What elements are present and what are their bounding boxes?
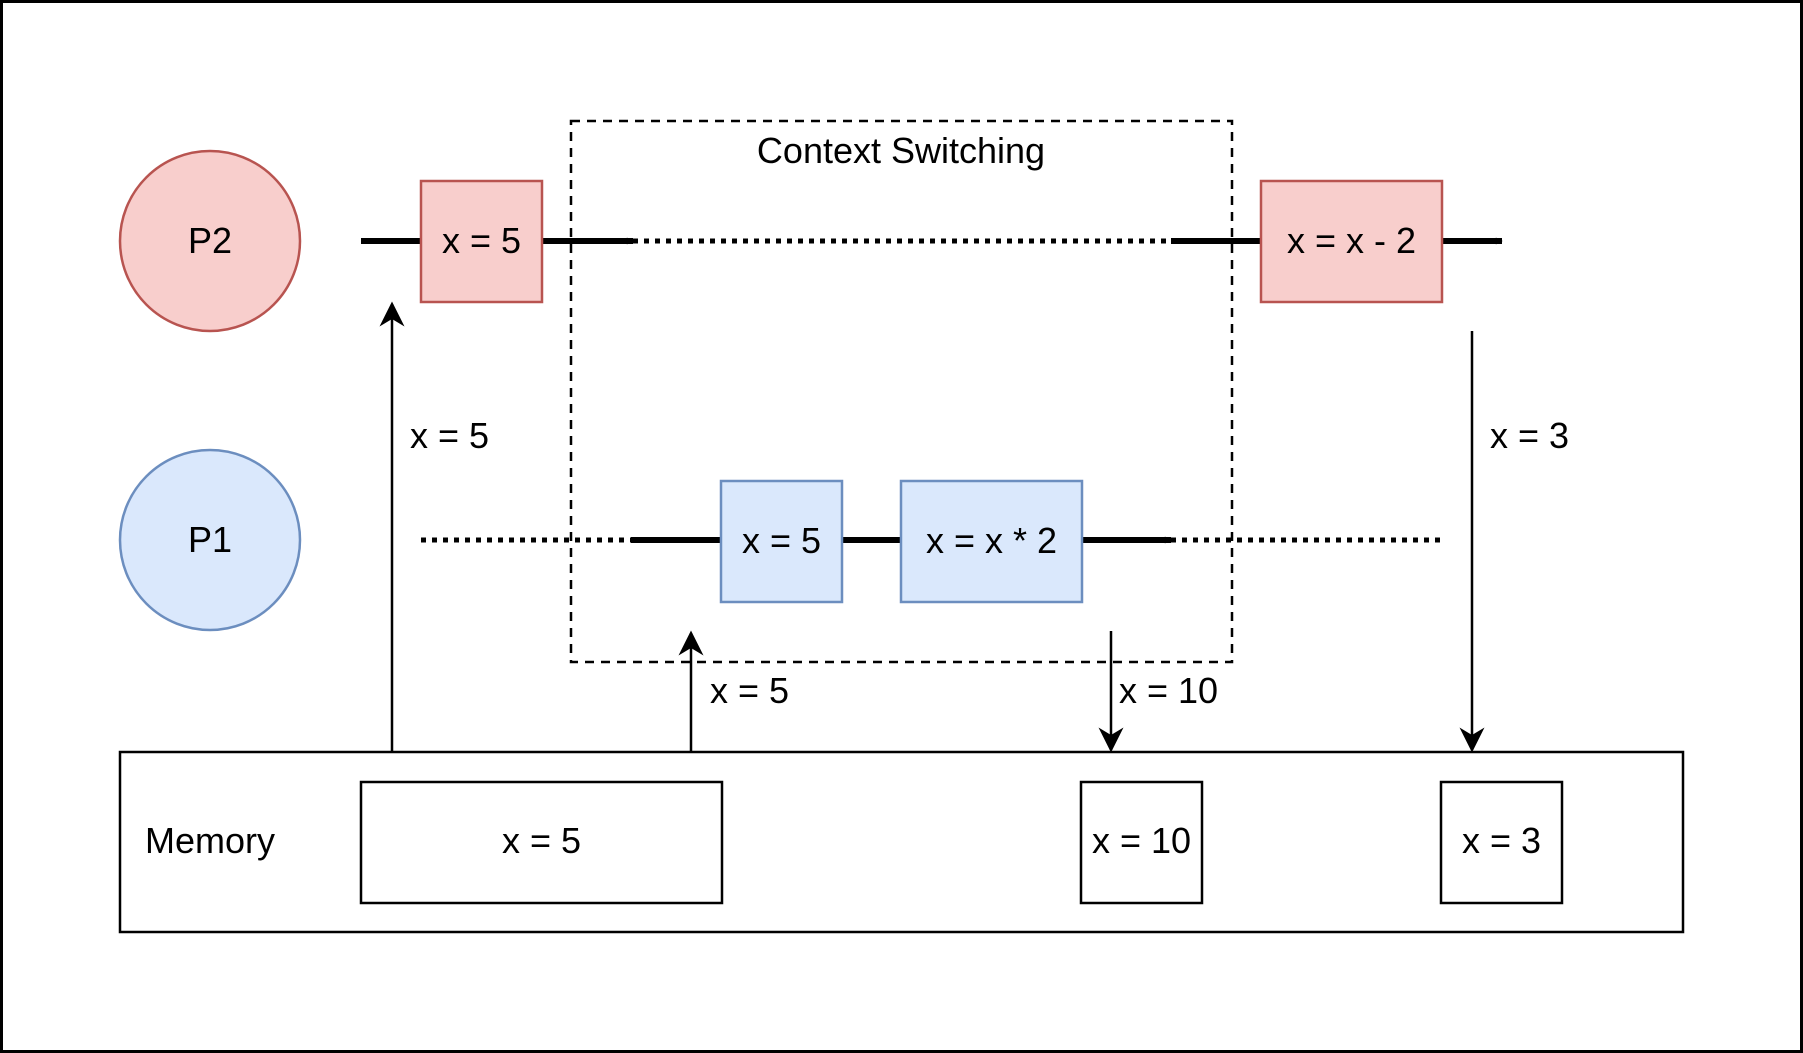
p2-op-label-2: x = x - 2	[1287, 220, 1416, 261]
process-p1-label: P1	[188, 519, 232, 560]
read-label-p1: x = 5	[710, 670, 789, 711]
memory-cell-x3	[1439, 780, 1564, 905]
memory-cell-label: x = 10	[1092, 820, 1191, 861]
memory-cell-label: x = 5	[502, 820, 581, 861]
p2-op-box-2	[1259, 179, 1444, 304]
p1-op-box-1	[719, 479, 844, 604]
p1-op-label-2: x = x * 2	[926, 520, 1057, 561]
process-p2-label: P2	[188, 220, 232, 261]
memory-label: Memory	[145, 820, 275, 861]
memory-cell-x5	[359, 780, 724, 905]
process-p1-circle	[118, 448, 302, 632]
p2-op-label-1: x = 5	[442, 220, 521, 261]
p2-op-box-1	[419, 179, 544, 304]
p1-op-label-1: x = 5	[742, 520, 821, 561]
process-p2-circle	[118, 149, 302, 333]
read-label-p2: x = 5	[410, 415, 489, 456]
p1-op-box-2	[899, 479, 1084, 604]
context-switch-region	[569, 119, 1234, 664]
memory-cell-x10	[1079, 780, 1204, 905]
context-switch-title: Context Switching	[757, 130, 1045, 171]
write-label-p2: x = 3	[1490, 415, 1569, 456]
write-label-p1: x = 10	[1119, 670, 1218, 711]
memory-cell-label: x = 3	[1462, 820, 1541, 861]
